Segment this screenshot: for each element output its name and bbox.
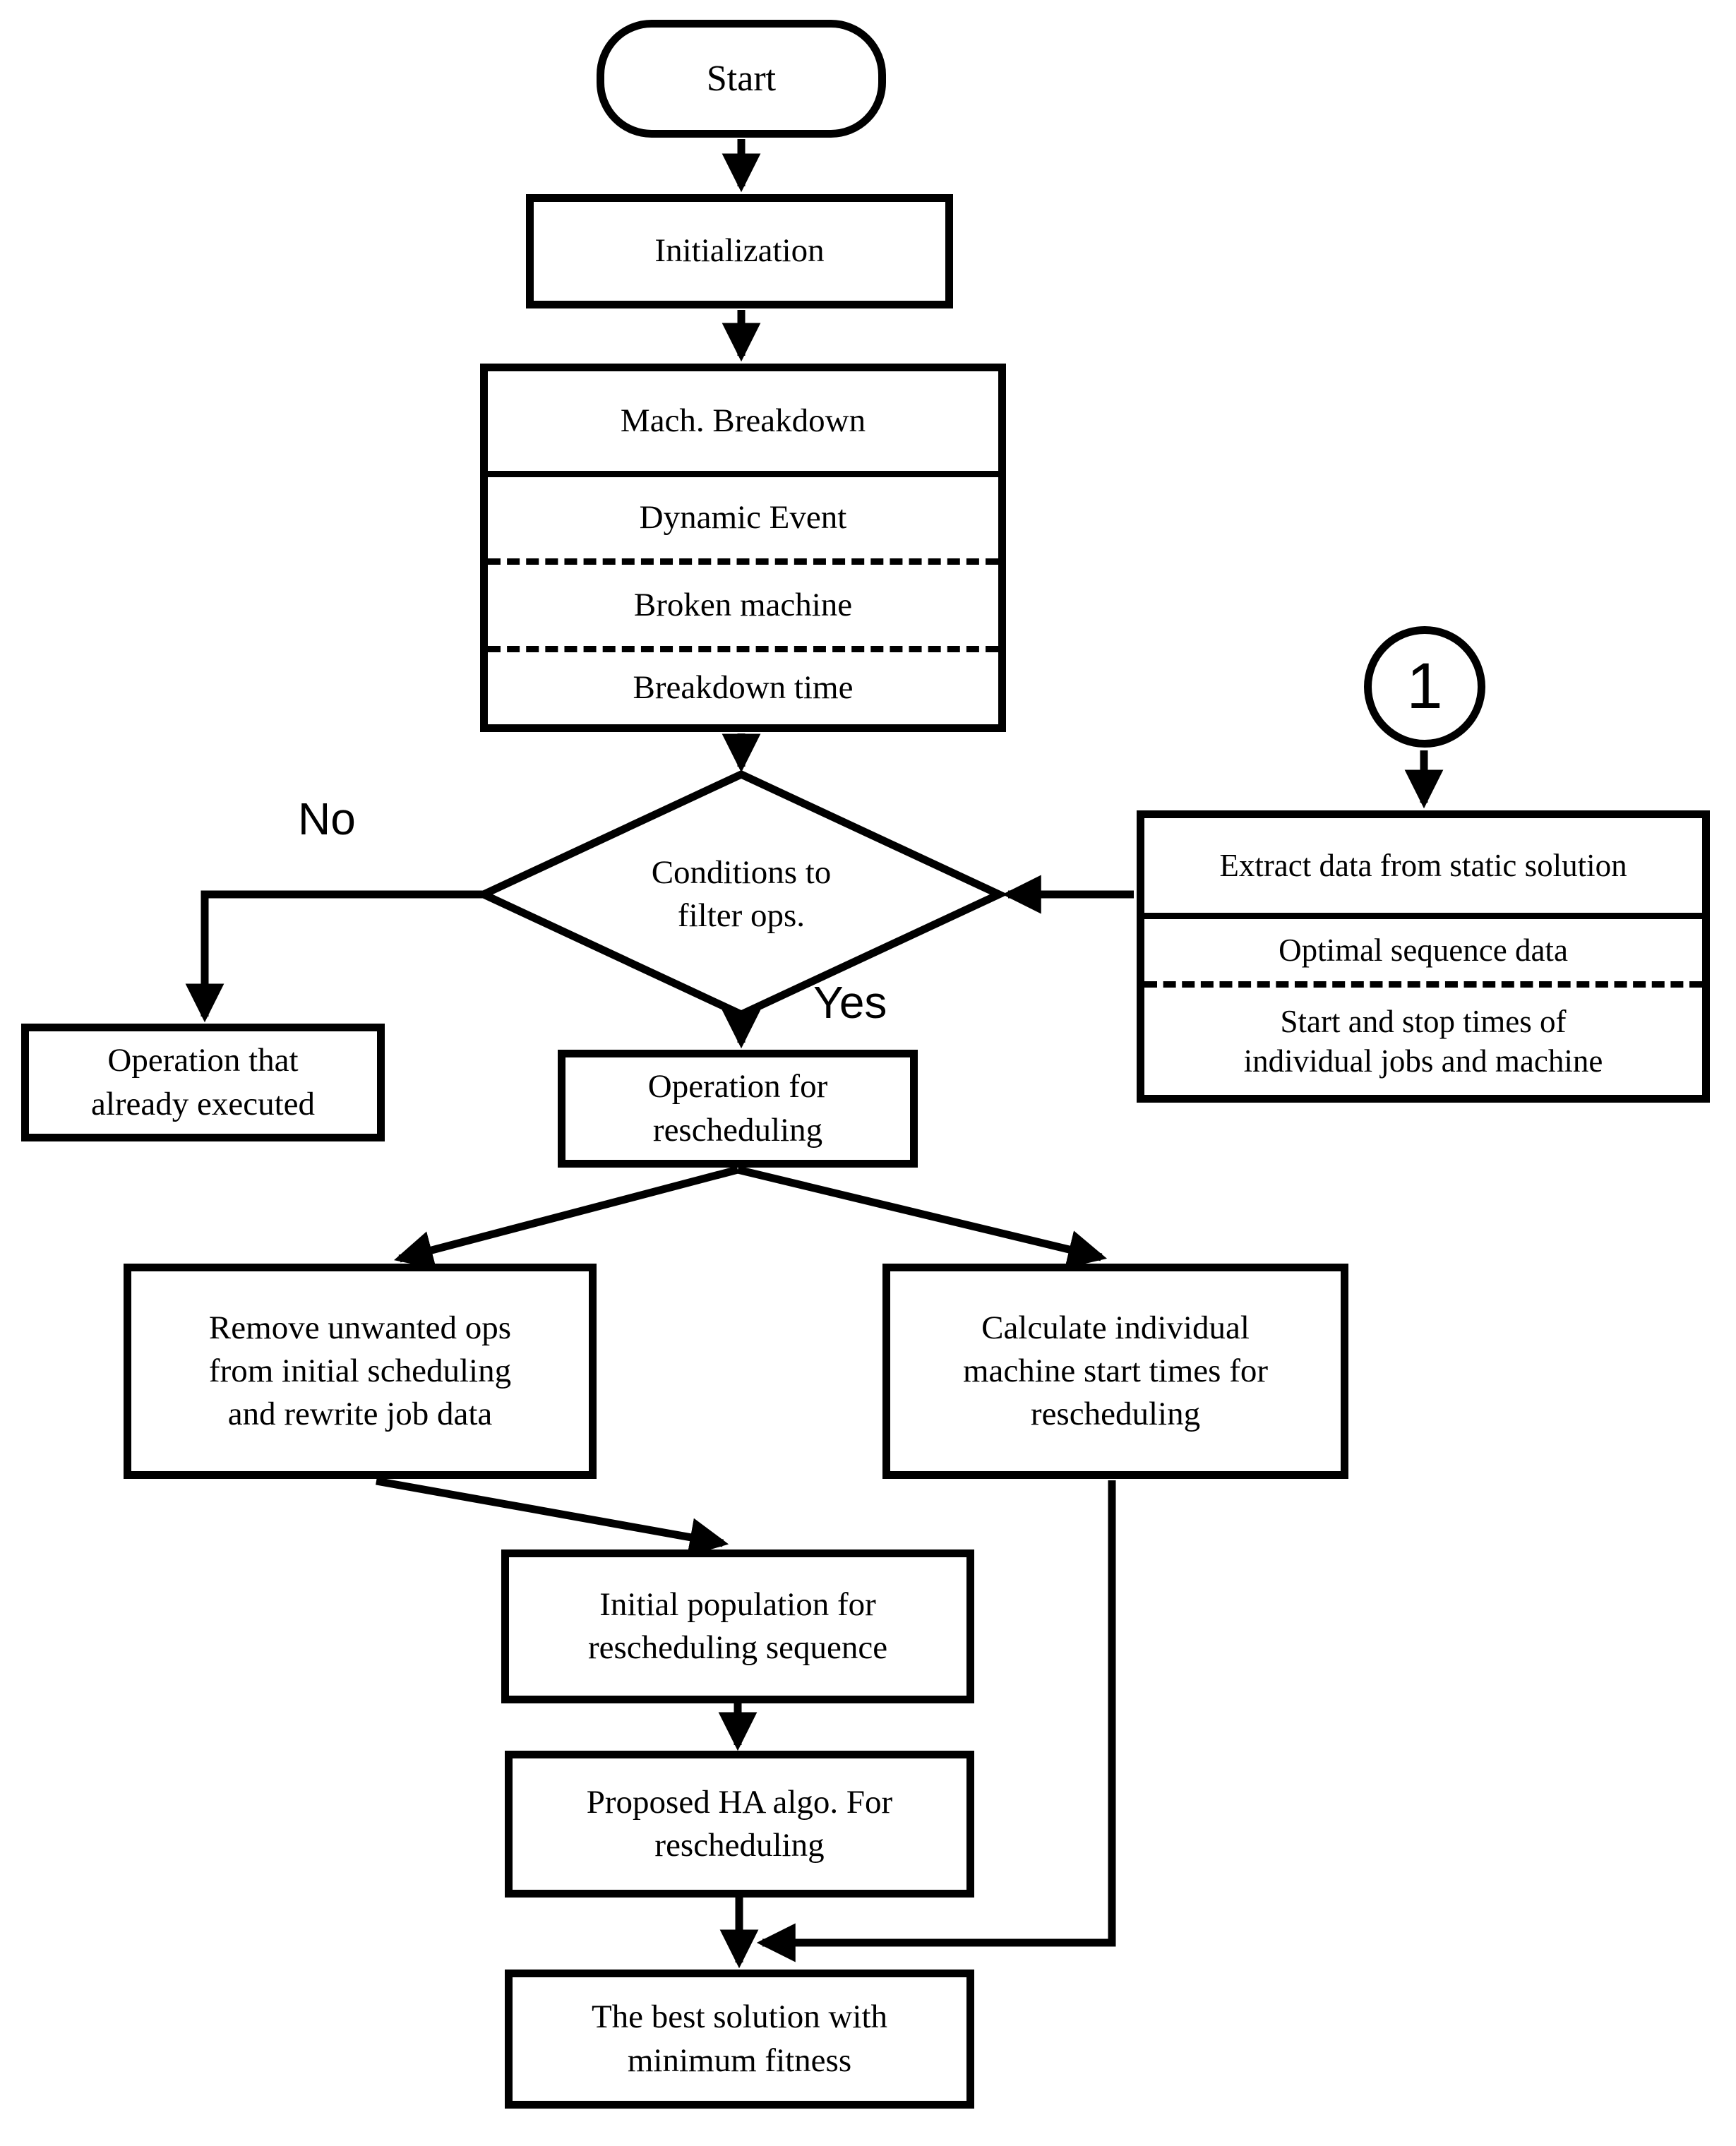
conditions-decision-label: Conditions to filter ops.: [651, 853, 832, 934]
operation-rescheduling-node: Operation for rescheduling: [558, 1050, 918, 1168]
extract-row-start-stop-times: Start and stop times of individual jobs …: [1243, 1003, 1603, 1079]
breakdown-row-dynamic-event: Dynamic Event: [488, 477, 998, 565]
initial-population-node: Initial population for rescheduling sequ…: [501, 1549, 974, 1703]
conditions-diamond-shape: [474, 769, 1009, 1019]
remove-unwanted-node: Remove unwanted ops from initial schedul…: [124, 1264, 597, 1479]
extract-row-title: Extract data from static solution: [1144, 818, 1702, 919]
proposed-ha-node: Proposed HA algo. For rescheduling: [505, 1751, 974, 1898]
extract-row-optimal-sequence: Optimal sequence data: [1144, 919, 1702, 988]
breakdown-row-broken-machine: Broken machine: [488, 565, 998, 652]
start-node: Start: [597, 20, 886, 138]
edge-rescheduling-to-calculate: [736, 1165, 1108, 1269]
already-executed-node: Operation that already executed: [21, 1024, 385, 1141]
calculate-start-times-node: Calculate individual machine start times…: [882, 1264, 1348, 1479]
edge-rescheduling-to-remove-unwanted: [394, 1165, 739, 1269]
machine-breakdown-node: Mach. Breakdown Dynamic Event Broken mac…: [480, 364, 1006, 732]
offpage-connector-1: 1: [1364, 626, 1485, 748]
breakdown-row-mach-breakdown: Mach. Breakdown: [488, 371, 998, 477]
edge-label-yes: Yes: [813, 977, 887, 1028]
edge-remove-unwanted-to-initial-population: [376, 1477, 729, 1557]
edge-label-no: No: [298, 793, 356, 844]
initialization-node: Initialization: [526, 194, 953, 308]
edge-calculate-to-best-solution-junction: [756, 1480, 1116, 1962]
breakdown-row-breakdown-time: Breakdown time: [633, 669, 854, 707]
best-solution-node: The best solution with minimum fitness: [505, 1970, 974, 2109]
extract-data-node: Extract data from static solution Optima…: [1137, 810, 1710, 1103]
edge-conditions-no-to-already-executed: [185, 890, 486, 1023]
